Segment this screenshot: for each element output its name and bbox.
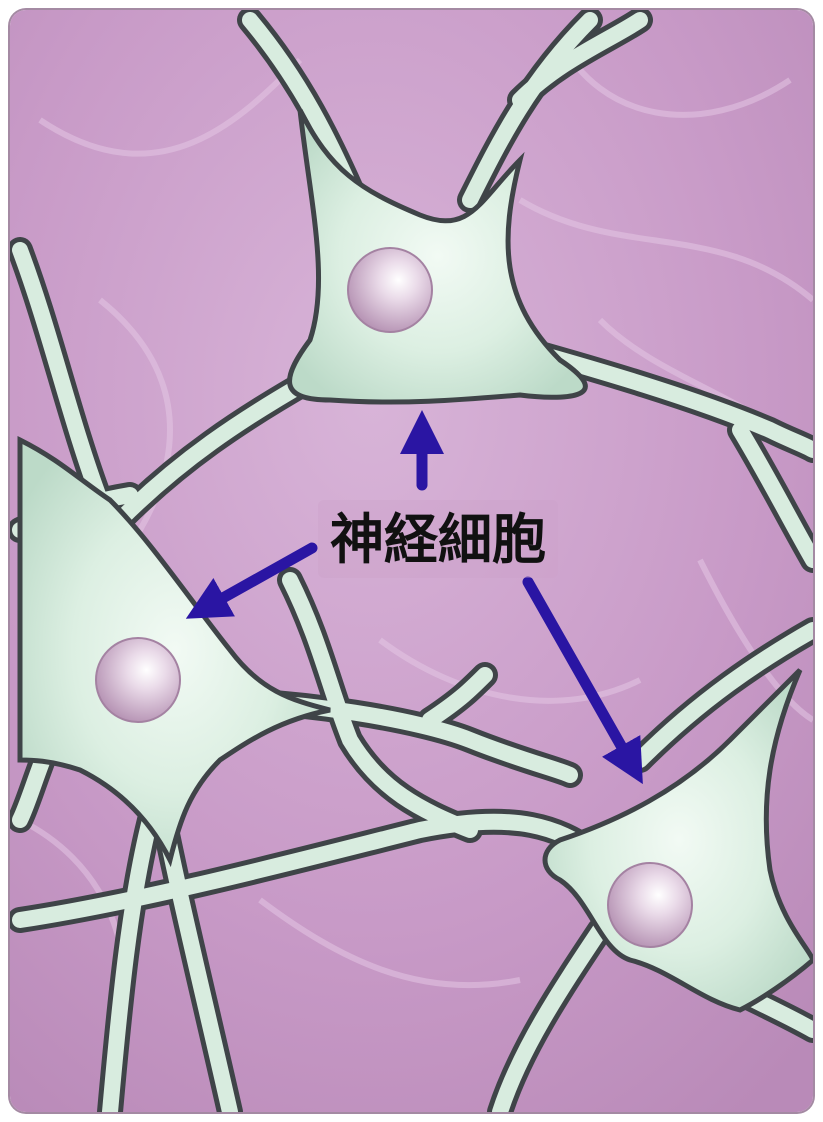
nucleus-bottom-right <box>608 863 692 947</box>
diagram-frame: 神経細胞 <box>10 10 813 1112</box>
nucleus-top <box>348 248 432 332</box>
neuron-illustration: 神経細胞 <box>10 10 813 1112</box>
nucleus-left <box>96 638 180 722</box>
neuron-label: 神経細胞 <box>330 508 546 571</box>
